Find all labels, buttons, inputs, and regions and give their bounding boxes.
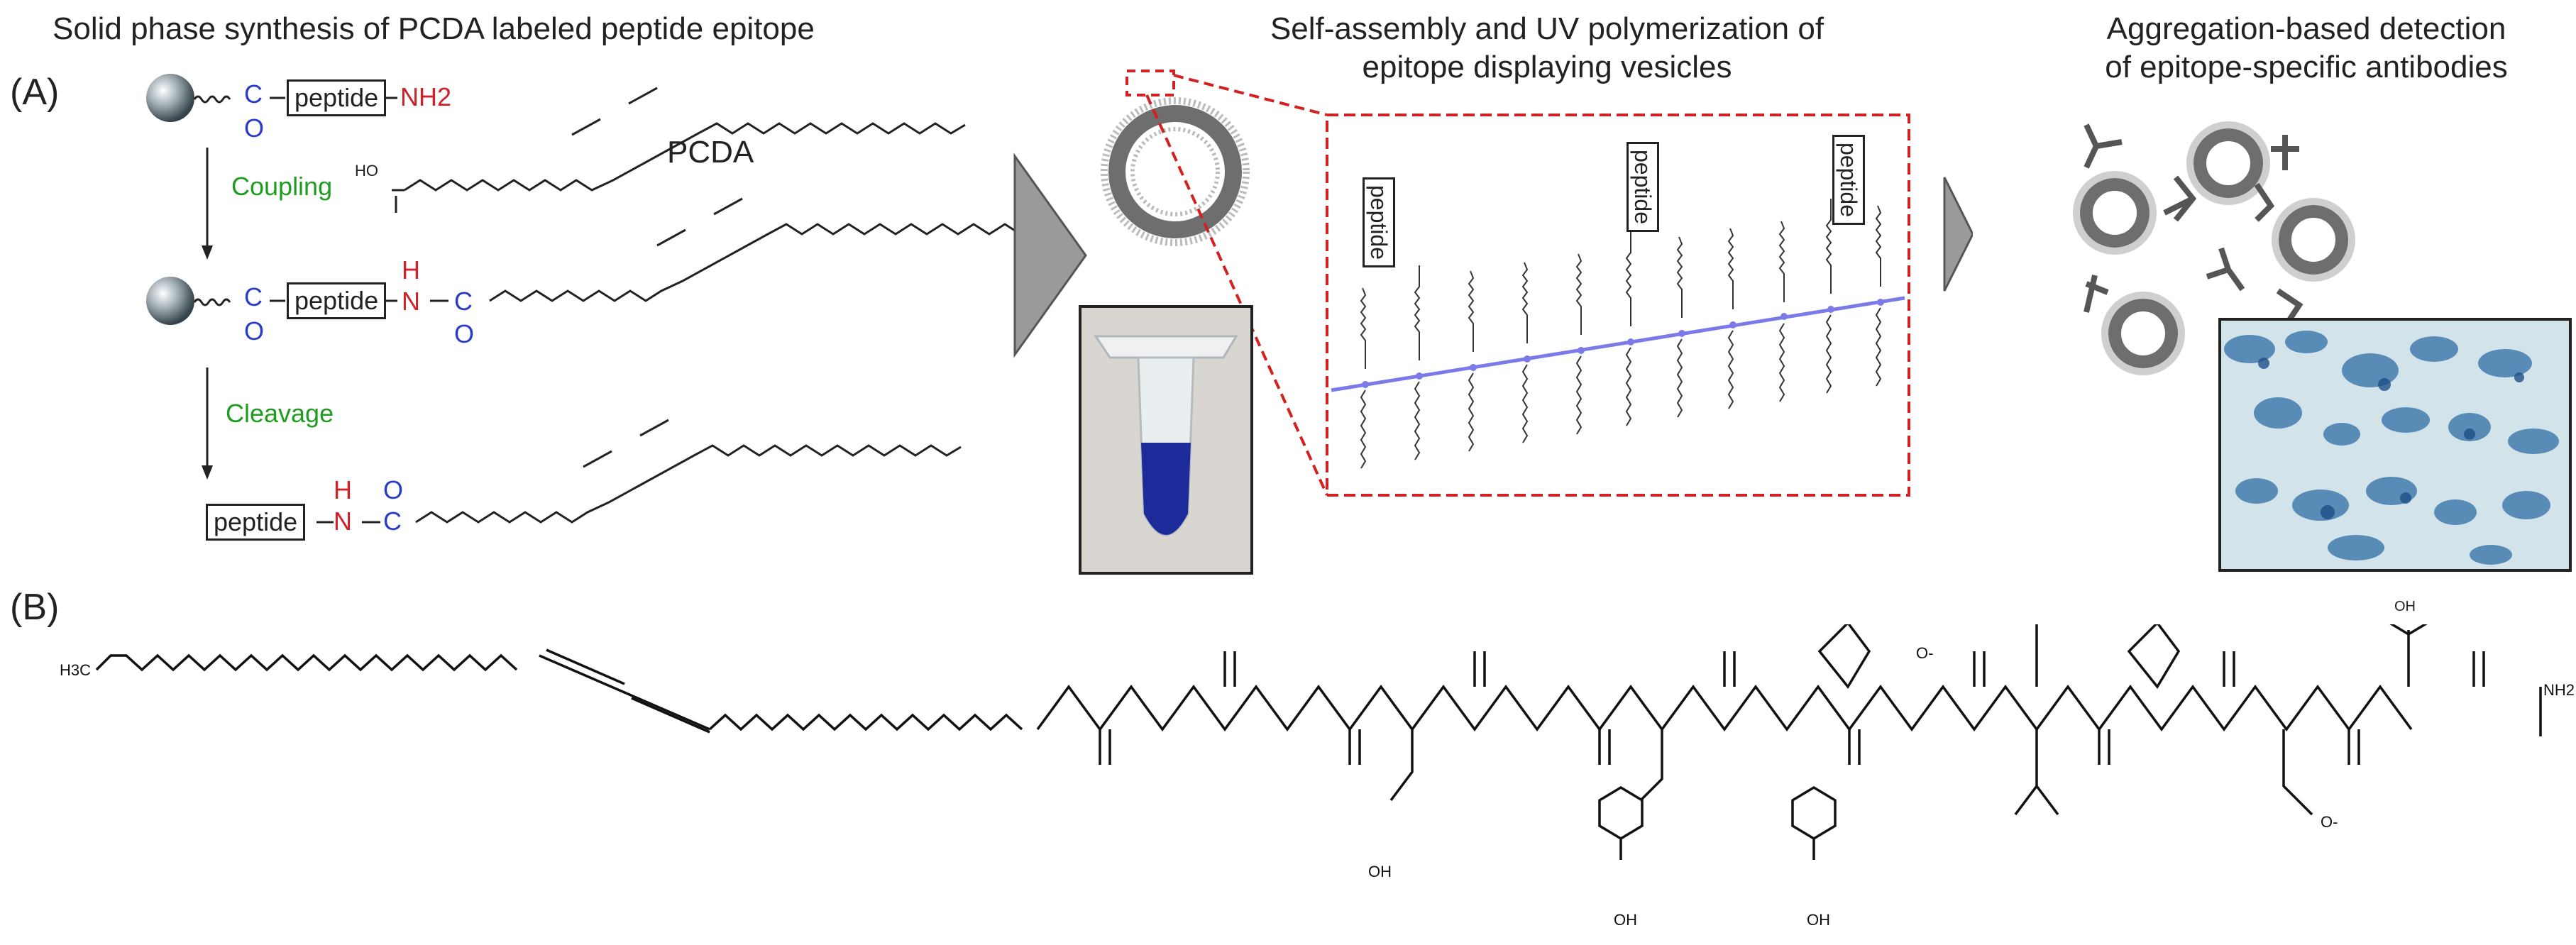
amide-n-1: N [402,287,420,316]
methyl-label: H3C [60,661,91,679]
lipid-tails [1360,199,1882,469]
conjugated-chain-2 [415,444,962,524]
terminal-amide-label: NH2 [2543,681,2575,699]
vesicle-inner [1130,127,1220,216]
synthesis-scheme [146,74,1022,524]
resin-bead-2 [146,277,194,325]
peptide-backbone [1036,685,2413,731]
panel-a-label: (A) [10,72,60,113]
synthesis-title: Solid phase synthesis of PCDA labeled pe… [53,11,815,46]
coupling-label: Coupling [231,172,333,201]
carbonyl-o-1: O [244,114,265,143]
conjugated-chain-1 [489,223,1022,302]
diacetylene-units [1362,299,1884,388]
pcda-label: PCDA [667,135,754,170]
vesicle-peptide-2: peptide [1626,142,1659,232]
amide-n-2: N [334,507,352,536]
vesicle-title-line2: epitope displaying vesicles [1362,50,1732,84]
polymer-backbone [1331,296,1905,392]
tyrosine-ring-1 [1598,785,1644,841]
cleavage-label: Cleavage [226,399,334,428]
vesicle-outer [1101,97,1250,246]
vesicle-title-line1: Self-assembly and UV polymerization of [1270,11,1824,46]
process-arrow-1 [1013,153,1087,358]
panel-b-label: (B) [10,587,60,628]
carbonyl-c-2: C [244,282,263,311]
antibodies [2084,123,2303,328]
peptide-box-2: peptide [287,282,387,319]
diyne-core [539,654,710,731]
peptide-box-3: peptide [206,504,306,541]
serine-side-chain [1389,729,1414,802]
carboxylate-1: O- [1916,644,1933,662]
vesicle-peptide-3: peptide [1832,135,1865,225]
linker-1 [193,95,231,104]
carbonyl-o-2: O [244,316,265,346]
amine-label: NH2 [400,82,452,111]
proline-ring-2 [2127,624,2181,690]
carbonyl-c-1: C [244,79,263,109]
amide-o-1: O [454,319,475,348]
vesicle-scheme [1013,70,1973,497]
linker-2 [193,298,231,306]
amide-h-2: H [334,475,352,504]
hydroxyl-2: OH [1807,911,1830,929]
hydroxyl-1: OH [1614,911,1637,929]
process-arrow-2 [1943,177,1973,292]
acid-label: HO [355,162,378,179]
carboxylate-2: O- [2321,813,2338,831]
hydroxyl-4: OH [2394,599,2416,614]
vesicle-bilayer [1108,105,1242,238]
vesicle-peptide-1: peptide [1363,177,1395,267]
peptide-box-1: peptide [287,79,387,116]
valine-side-chain [2014,729,2059,816]
hydroxyl-3: OH [1368,863,1392,880]
detection-title-line2: of epitope-specific antibodies [2105,50,2508,84]
resin-bead-1 [146,74,194,122]
antibody-micrograph [2218,318,2572,572]
amide-c-2: C [383,507,402,536]
detection-title-line1: Aggregation-based detection [2106,11,2506,46]
micrograph-image [2221,321,2569,569]
vesicle-tube-photo [1079,305,1253,575]
epitope-structure: H3C NH2 OH OH OH O- O- [60,624,2575,929]
amide-h-1: H [402,255,420,284]
tube-image [1081,308,1250,572]
linker-chain [708,713,1023,731]
detection-scheme [2073,121,2355,375]
zoom-region [1125,70,1175,96]
amide-c-1: C [454,287,473,316]
amide-o-2: O [383,475,404,504]
zoom-detail-box [1326,114,1910,497]
proline-ring-1 [1817,624,1871,690]
pcda-chain [404,122,966,192]
aggregated-vesicles [2073,121,2355,375]
alkyl-tail [95,653,518,672]
tyrosine-ring-2 [1791,785,1837,841]
